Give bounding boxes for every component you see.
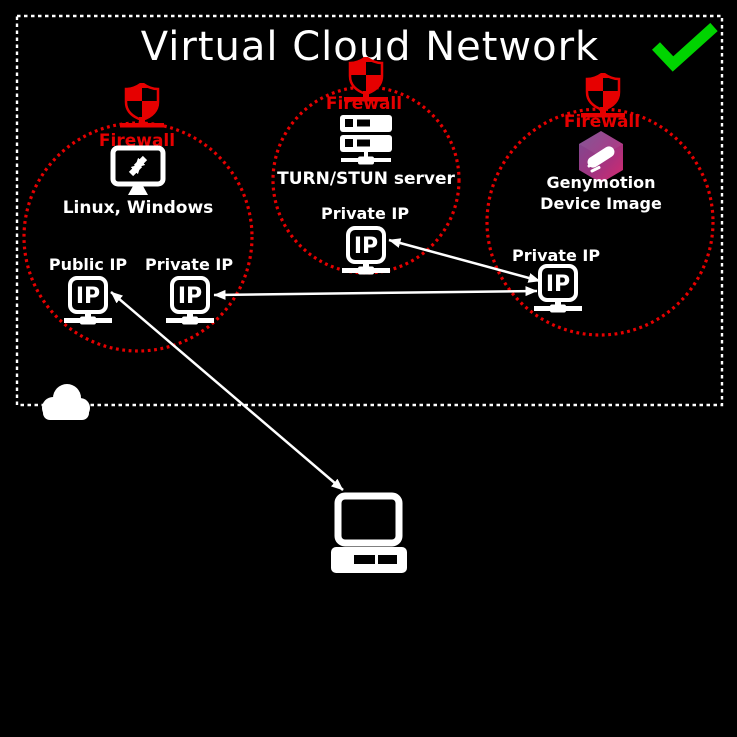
ip-node-icon: IP (64, 276, 112, 325)
arrow-turnstun-genymotion (388, 238, 541, 283)
genymotion-logo (579, 131, 623, 183)
private-ip-label: Private IP (144, 255, 234, 274)
machine-label: Linux, Windows (62, 198, 214, 218)
arrow-publicip-client (110, 291, 344, 491)
server-icon (340, 115, 392, 165)
ip-node-icon: IP (342, 226, 390, 275)
check-icon (652, 22, 718, 72)
svg-text:IP: IP (76, 284, 100, 309)
machine-label: Genymotion Device Image (540, 173, 662, 213)
machine-label: TURN/STUN server (277, 169, 455, 189)
firewall-shield-icon (120, 83, 164, 128)
private-ip-label: Private IP (320, 204, 410, 223)
public-ip-label: Public IP (48, 255, 128, 274)
ip-node-icon: IP (166, 276, 214, 325)
cloud-icon (42, 384, 90, 420)
svg-text:IP: IP (546, 272, 570, 297)
firewall-shield-icon (581, 73, 625, 118)
private-ip-label: Private IP (511, 246, 601, 265)
firewall-label: Firewall (325, 94, 403, 114)
firewall-label: Firewall (563, 112, 641, 132)
ip-node-icon: IP (534, 264, 582, 313)
arrow-vm-genymotion (213, 286, 538, 300)
firewall-zone-vm (22, 121, 254, 353)
svg-text:IP: IP (354, 234, 378, 259)
vcn-boundary (15, 14, 724, 407)
remote-desktop-icon (110, 145, 166, 195)
client-computer-icon (331, 492, 407, 573)
svg-text:IP: IP (178, 284, 202, 309)
firewall-shield-icon (344, 57, 388, 102)
